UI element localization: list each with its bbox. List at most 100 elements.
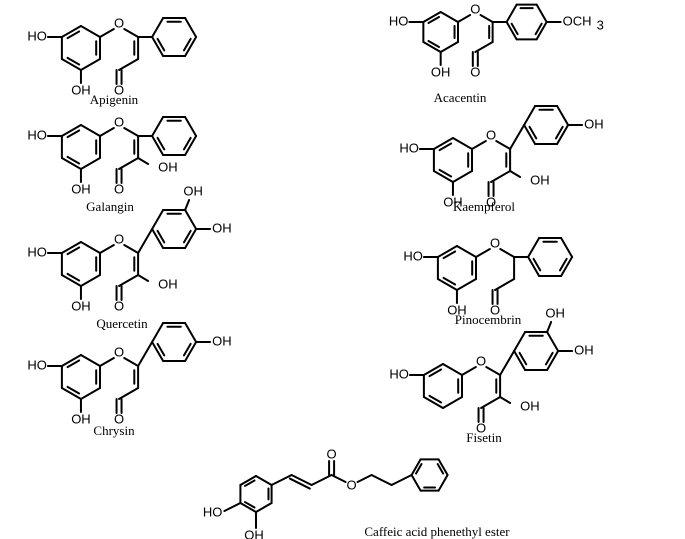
bond-line	[118, 58, 140, 71]
cape-hydroxyl-3-label: HO	[203, 504, 223, 519]
bond-line	[513, 330, 527, 352]
bond-line	[422, 363, 444, 376]
carbonyl-oxygen-label: O	[114, 298, 124, 313]
caption-galangin: Galangin	[86, 199, 134, 214]
bond-line	[546, 330, 560, 352]
bond-line	[427, 15, 441, 25]
bond-line	[60, 274, 82, 287]
hydroxyl-5-label: OH	[71, 298, 91, 313]
bond-line	[523, 124, 537, 146]
bond-line	[436, 245, 458, 258]
bond-line	[66, 56, 81, 66]
bond-line	[66, 30, 81, 40]
bond-line	[99, 357, 115, 367]
bond-line	[151, 341, 165, 363]
methoxy-subscript: 3	[597, 17, 604, 32]
bond-line	[60, 58, 82, 71]
bond-line	[509, 170, 522, 178]
hydroxyl-3prime-label: OH	[183, 183, 203, 198]
bond-line	[437, 458, 449, 476]
bond-line	[455, 278, 477, 291]
hydroxyl-7-label: HO	[389, 366, 409, 381]
hydroxyl-5-label: OH	[447, 302, 467, 317]
ring-oxygen-label: O	[114, 15, 124, 30]
caption-pinocembrin: Pinocembrin	[455, 312, 522, 327]
bond-line	[439, 11, 459, 23]
hydroxyl-3-label: OH	[520, 398, 540, 413]
hydroxyl-3-label: OH	[158, 159, 178, 174]
bond-line	[99, 127, 115, 137]
bond-line	[123, 127, 140, 137]
bond-line	[184, 198, 191, 211]
ring-oxygen-label: O	[114, 344, 124, 359]
bond-line	[288, 477, 311, 490]
bond-line	[535, 21, 548, 41]
hydroxyl-4prime-label: OH	[574, 342, 594, 357]
bond-line	[310, 474, 333, 486]
bond-line	[123, 244, 140, 254]
bond-line	[60, 241, 82, 254]
bond-line	[432, 137, 454, 150]
bond-line	[475, 248, 491, 258]
bond-line	[441, 396, 463, 409]
bond-line	[255, 475, 273, 486]
bond-line	[99, 244, 115, 254]
ring-oxygen-label: O	[486, 127, 496, 142]
bond-line	[558, 257, 568, 272]
cape-hydroxyl-4-label: OH	[244, 527, 264, 539]
bond-line	[184, 115, 198, 137]
bond-line	[410, 458, 422, 476]
carbonyl-oxygen-label: O	[486, 194, 496, 209]
hydroxyl-7-label: HO	[389, 13, 409, 28]
bond-line	[560, 236, 574, 258]
bond-line	[494, 278, 516, 291]
bond-line	[60, 387, 82, 400]
bond-line	[182, 136, 192, 151]
bond-line	[505, 3, 518, 23]
bond-line	[182, 342, 192, 357]
ring-oxygen-label: O	[114, 114, 124, 129]
cape-ester-oxygen-label: O	[347, 477, 357, 492]
caption-cape: Caffeic acid phenethyl ester	[364, 524, 510, 539]
bond-line	[239, 502, 257, 513]
bond-line	[151, 16, 165, 38]
bond-line	[428, 394, 443, 404]
bond-line	[255, 502, 273, 513]
hydroxyl-4prime-label: OH	[584, 116, 604, 131]
carbonyl-oxygen-label: O	[114, 181, 124, 196]
bond-line	[499, 248, 516, 258]
bond-line	[137, 341, 154, 367]
ring-oxygen-label: O	[476, 353, 486, 368]
bond-line	[422, 41, 442, 53]
bond-line	[137, 157, 150, 165]
bond-line	[490, 170, 512, 183]
bond-line	[239, 475, 257, 486]
bond-line	[556, 124, 570, 146]
bond-line	[123, 28, 140, 38]
bond-line	[546, 320, 553, 333]
bond-line	[156, 37, 166, 52]
bond-line	[156, 342, 166, 357]
bond-line	[428, 368, 443, 378]
bond-line	[513, 350, 527, 372]
bond-line	[60, 25, 82, 38]
bond-line	[151, 208, 165, 230]
bond-line	[66, 129, 81, 139]
hydroxyl-5-label: OH	[443, 194, 463, 209]
hydroxyl-3prime-label: OH	[545, 305, 565, 320]
hydroxyl-7-label: HO	[27, 28, 47, 43]
bond-line	[554, 125, 564, 140]
bond-line	[510, 22, 519, 36]
bond-line	[474, 41, 494, 53]
carbonyl-oxygen-label: O	[476, 420, 486, 435]
bond-line	[66, 272, 81, 282]
bond-line	[471, 140, 487, 150]
bond-line	[290, 474, 313, 486]
bond-line	[556, 104, 570, 126]
bond-line	[442, 250, 457, 260]
bond-line	[118, 387, 140, 400]
